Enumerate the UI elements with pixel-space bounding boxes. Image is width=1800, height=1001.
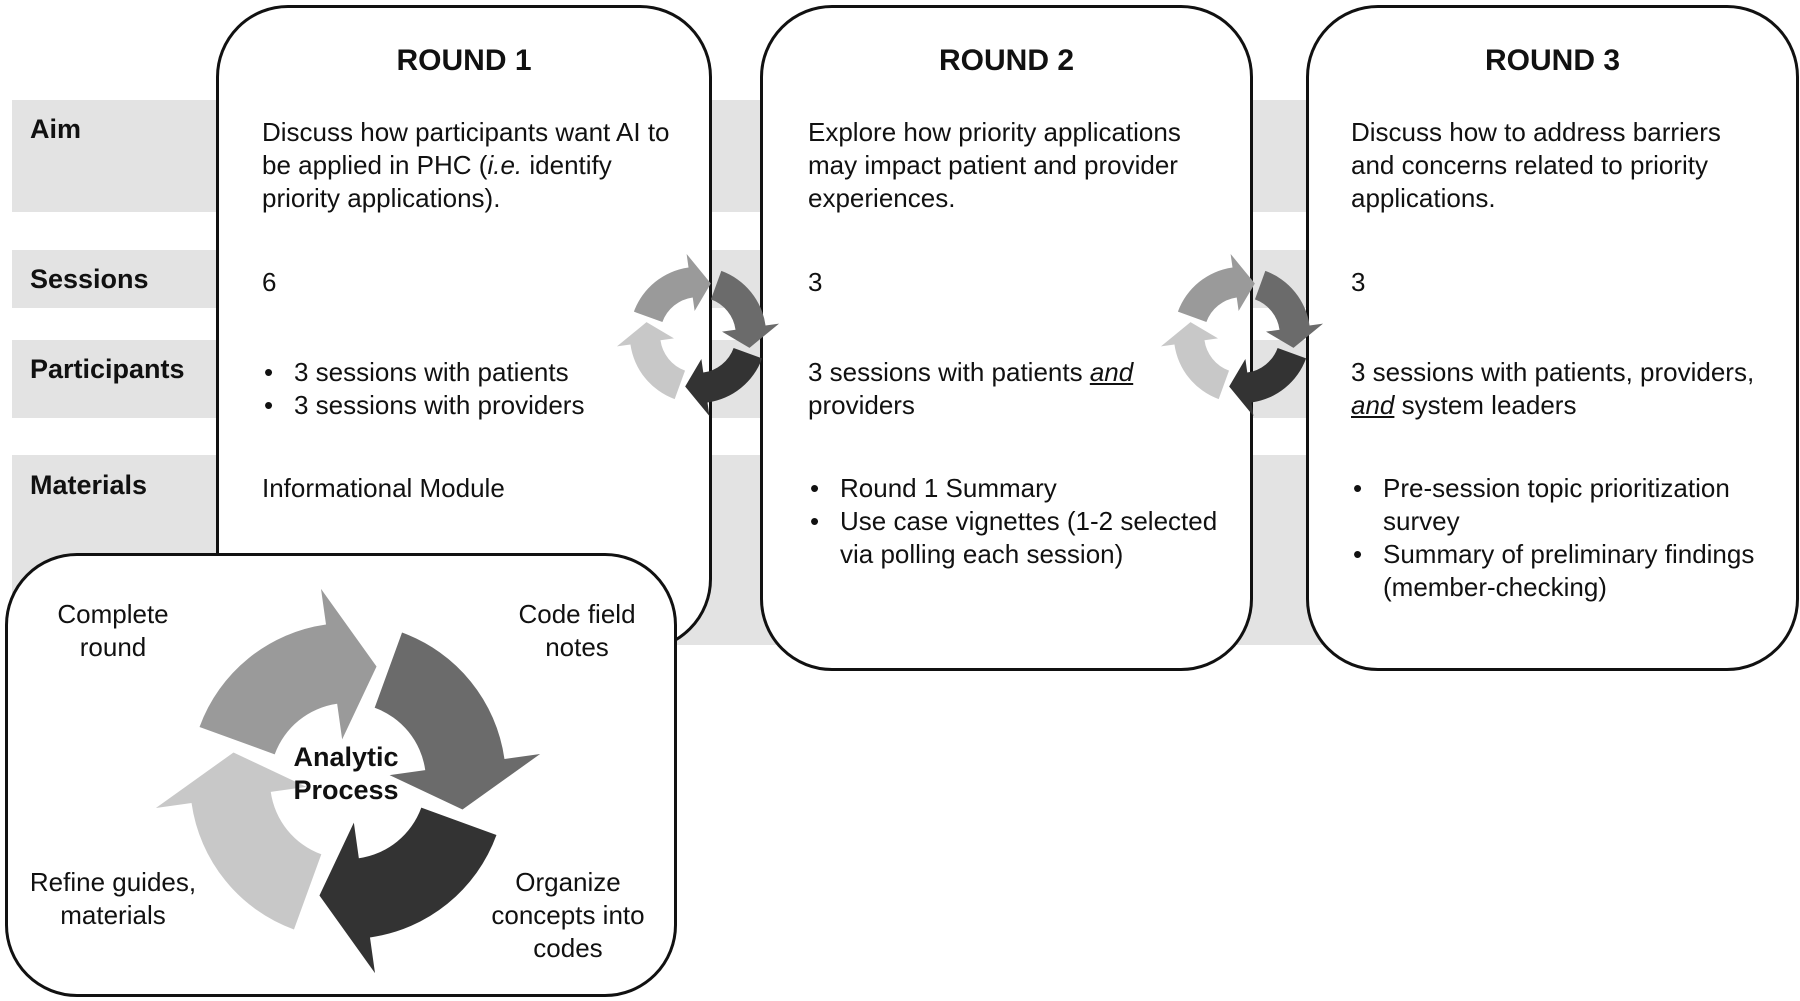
- list-item: Use case vignettes (1-2 selected via pol…: [808, 505, 1228, 571]
- round-2-participants: 3 sessions with patients and providers: [808, 357, 1134, 420]
- cycle-arrows-icon-1: [616, 253, 780, 417]
- round-1-sessions: 6: [262, 267, 277, 297]
- cycle-arrow-segment: [685, 347, 763, 417]
- analytic-cycle-icon: [155, 588, 541, 974]
- cycle-arrow: [616, 253, 780, 417]
- row-label-sessions: Sessions: [30, 264, 149, 294]
- cycle-arrow: [1160, 253, 1324, 417]
- round-1-materials: Informational Module: [262, 473, 505, 503]
- round-1-card: ROUND 1 Discuss how participants want AI…: [216, 5, 712, 651]
- round-3-card: ROUND 3 Discuss how to address barriers …: [1306, 5, 1799, 671]
- round-1-participants: 3 sessions with patients 3 sessions with…: [262, 356, 584, 422]
- row-label-participants: Participants: [30, 354, 185, 384]
- round-1-title: ROUND 1: [396, 44, 532, 77]
- round-2-sessions: 3: [808, 267, 823, 297]
- cycle-arrow-segment: [1254, 270, 1324, 348]
- round-3-title: ROUND 3: [1484, 44, 1620, 77]
- cycle-arrow-segment: [616, 322, 686, 400]
- cycle-arrow-segment: [374, 632, 541, 810]
- cycle-arrow: [155, 588, 541, 974]
- row-label-materials: Materials: [30, 470, 148, 500]
- step-refine-guides: Refine guides, materials: [29, 867, 197, 930]
- round-1-aim: Discuss how participants want AI to be a…: [262, 117, 670, 213]
- round-2-materials: Round 1 Summary Use case vignettes (1-2 …: [808, 472, 1228, 571]
- cycle-arrow-segment: [1229, 347, 1307, 417]
- cycle-arrow-segment: [633, 253, 711, 323]
- cycle-arrow-segment: [710, 270, 780, 348]
- list-item: Pre-session topic prioritization survey: [1351, 472, 1771, 538]
- cycle-arrow-segment: [319, 807, 497, 974]
- cycle-arrows-icon-2: [1160, 253, 1324, 417]
- list-item: Summary of preliminary findings (member-…: [1351, 538, 1771, 604]
- step-code-field-notes: Code field notes: [518, 599, 636, 662]
- list-item: 3 sessions with providers: [262, 389, 584, 422]
- round-3-participants: 3 sessions with patients, providers, and…: [1351, 357, 1755, 420]
- step-organize-concepts: Organize concepts into codes: [491, 867, 645, 963]
- round-3-sessions: 3: [1351, 267, 1366, 297]
- list-item: Round 1 Summary: [808, 472, 1228, 505]
- round-3-aim: Discuss how to address barriers and conc…: [1351, 117, 1721, 213]
- list-item: 3 sessions with patients: [262, 356, 584, 389]
- round-2-card: ROUND 2 Explore how priority application…: [760, 5, 1253, 671]
- cycle-arrow-segment: [155, 752, 322, 930]
- round-2-title: ROUND 2: [938, 44, 1074, 77]
- cycle-arrow-segment: [1160, 322, 1230, 400]
- analytic-process-card: Analytic Process Code field notes Organi…: [5, 553, 677, 997]
- cycle-arrow-segment: [1177, 253, 1255, 323]
- analytic-center-label: Analytic Process: [293, 742, 399, 805]
- row-label-aim: Aim: [30, 114, 82, 144]
- step-complete-round: Complete round: [57, 599, 169, 662]
- round-3-materials: Pre-session topic prioritization survey …: [1351, 472, 1771, 604]
- round-2-aim: Explore how priority applications may im…: [808, 117, 1181, 213]
- cycle-arrow-segment: [199, 588, 377, 755]
